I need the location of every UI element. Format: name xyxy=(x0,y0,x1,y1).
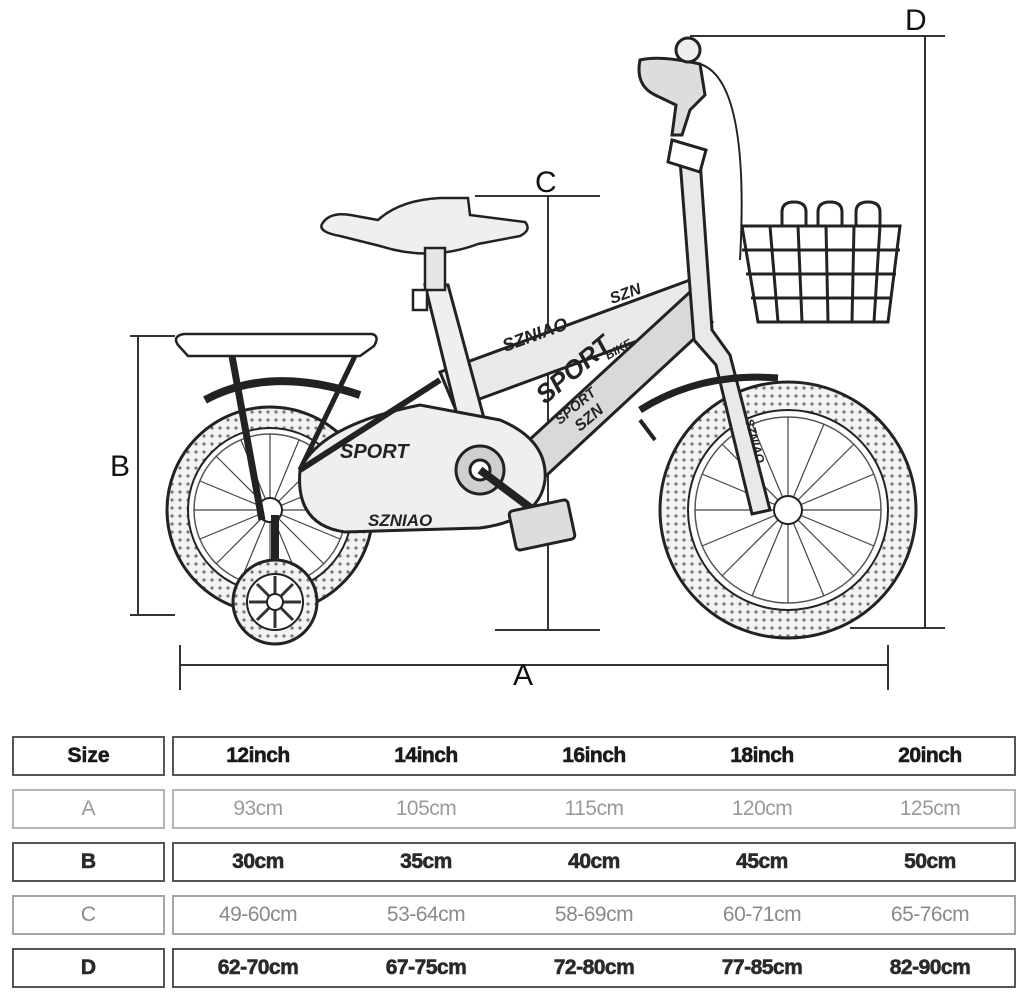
dimension-label-c: C xyxy=(535,166,557,199)
dimension-label-d: D xyxy=(905,4,927,37)
dimension-line-b xyxy=(130,335,175,616)
row-d-value-12: 62-70cm xyxy=(217,956,299,980)
row-c-value-18: 60-71cm xyxy=(722,903,802,926)
row-a-value-16: 115cm xyxy=(564,797,624,820)
front-fender xyxy=(638,373,779,442)
table-row-d: D 62-70cm 67-75cm 72-80cm 77-85cm 82-90c… xyxy=(12,948,1016,988)
row-c-value-16: 58-69cm xyxy=(554,903,634,926)
row-d-label-cell: D xyxy=(12,948,165,988)
dimension-label-a: A xyxy=(513,659,533,692)
row-a-label-cell: A xyxy=(12,789,165,829)
row-d-value-18: 77-85cm xyxy=(721,956,803,980)
row-b-values: 30cm 35cm 40cm 45cm 50cm xyxy=(172,842,1016,882)
row-d-value-14: 67-75cm xyxy=(385,956,467,980)
row-b-value-12: 30cm xyxy=(232,850,285,874)
row-b-value-18: 45cm xyxy=(736,850,789,874)
row-b-label: B xyxy=(80,850,97,874)
table-row-a: A 93cm 105cm 115cm 120cm 125cm xyxy=(12,789,1016,829)
size-table-header-row: Size 12inch 14inch 16inch 18inch 20inch xyxy=(12,736,1016,776)
row-c-label-cell: C xyxy=(12,895,165,935)
bike-seat xyxy=(320,196,529,312)
row-a-value-18: 120cm xyxy=(731,797,793,820)
front-wheel xyxy=(658,380,918,640)
size-header-values: 12inch 14inch 16inch 18inch 20inch xyxy=(172,736,1016,776)
row-d-label: D xyxy=(80,956,97,980)
front-basket xyxy=(740,200,902,324)
row-a-value-14: 105cm xyxy=(395,797,457,820)
handlebar-fork xyxy=(637,36,772,516)
training-wheel xyxy=(231,515,319,646)
row-b-value-20: 50cm xyxy=(904,850,957,874)
rear-rack xyxy=(174,332,378,521)
row-b-value-16: 40cm xyxy=(568,850,621,874)
size-16inch: 16inch xyxy=(562,744,627,768)
row-c-label: C xyxy=(80,903,97,926)
size-14inch: 14inch xyxy=(394,744,459,768)
row-d-value-16: 72-80cm xyxy=(553,956,635,980)
row-a-value-20: 125cm xyxy=(899,797,961,820)
size-18inch: 18inch xyxy=(730,744,795,768)
row-c-value-12: 49-60cm xyxy=(218,903,298,926)
bike-dimension-diagram: B C D A xyxy=(110,4,945,692)
row-b-label-cell: B xyxy=(12,842,165,882)
size-header-label: Size xyxy=(67,744,110,768)
size-header-cell: Size xyxy=(12,736,165,776)
bike-frame xyxy=(298,278,715,534)
sticker-szniao-chainguard: SZNIAO xyxy=(368,511,432,530)
size-20inch: 20inch xyxy=(898,744,963,768)
row-d-value-20: 82-90cm xyxy=(889,956,971,980)
row-a-value-12: 93cm xyxy=(233,797,283,820)
row-a-label: A xyxy=(81,797,96,820)
dimension-label-b: B xyxy=(110,450,130,483)
dimension-line-c xyxy=(475,195,600,631)
size-12inch: 12inch xyxy=(226,744,291,768)
size-table: Size 12inch 14inch 16inch 18inch 20inch … xyxy=(12,736,1016,1001)
table-row-c: C 49-60cm 53-64cm 58-69cm 60-71cm 65-76c… xyxy=(12,895,1016,935)
sticker-sport-chainguard: SPORT xyxy=(340,441,410,463)
row-c-value-20: 65-76cm xyxy=(890,903,970,926)
row-c-values: 49-60cm 53-64cm 58-69cm 60-71cm 65-76cm xyxy=(172,895,1016,935)
row-b-value-14: 35cm xyxy=(400,850,453,874)
table-row-b: B 30cm 35cm 40cm 45cm 50cm xyxy=(12,842,1016,882)
row-d-values: 62-70cm 67-75cm 72-80cm 77-85cm 82-90cm xyxy=(172,948,1016,988)
row-a-values: 93cm 105cm 115cm 120cm 125cm xyxy=(172,789,1016,829)
dimension-line-a xyxy=(179,645,889,690)
crank-pedal xyxy=(454,444,577,552)
dimension-line-d xyxy=(690,35,945,629)
row-c-value-14: 53-64cm xyxy=(386,903,466,926)
